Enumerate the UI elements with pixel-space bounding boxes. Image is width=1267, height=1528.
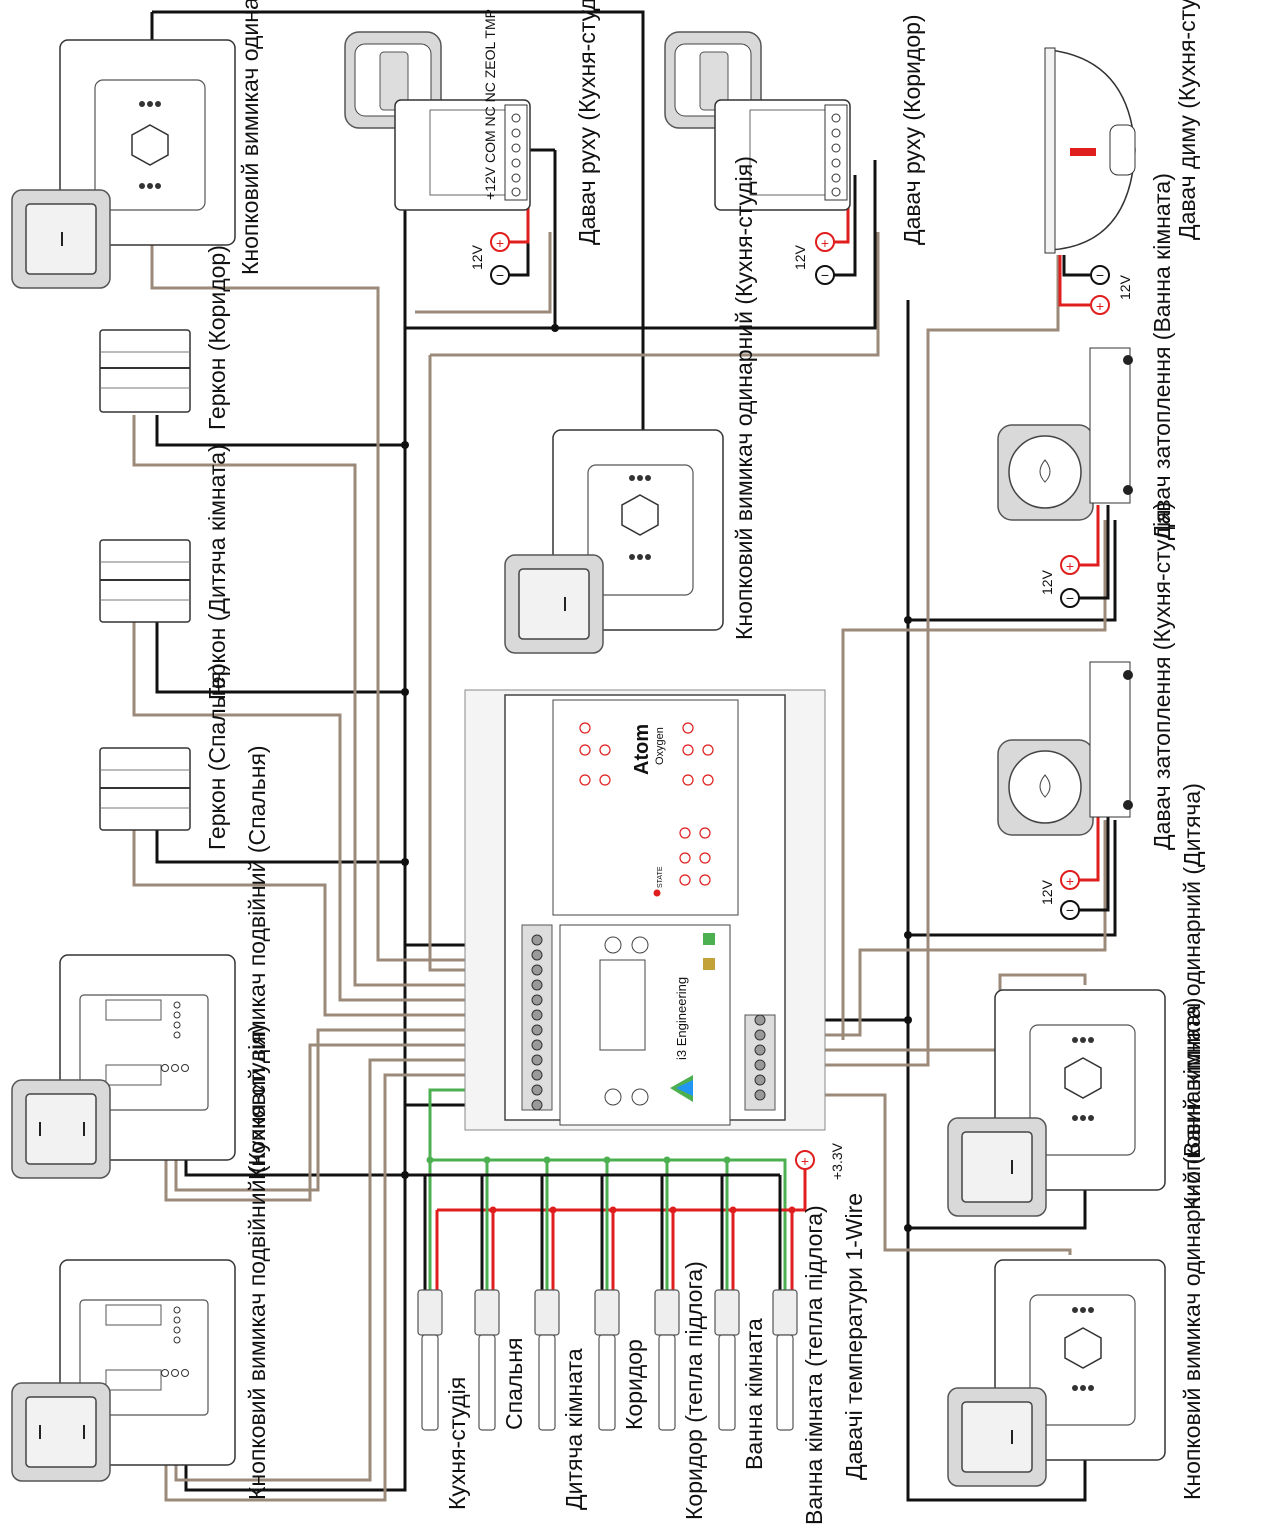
controller-atom-oxygen <box>464 689 826 1131</box>
temp-label-6: Ванна кімната (тепла підлога) <box>801 1205 827 1525</box>
label-switch-kitchen-double: Кнопковий вимикач подвійний (Кухня-студі… <box>244 1025 270 1500</box>
switch-bathroom <box>947 1259 1166 1487</box>
temp-label-3: Коридор <box>621 1339 647 1430</box>
svg-text:12V: 12V <box>469 244 485 270</box>
label-switch-kitchen-single: Кнопковий вимикач одинарний (Кухня-студі… <box>731 156 757 640</box>
label-switch-kids: Кнопковий вимикач одинарний (Дитяча) <box>1179 783 1205 1210</box>
label-flood-kitchen: Давач затоплення (Кухня-студія) <box>1149 502 1175 850</box>
switch-kitchen-single <box>504 429 724 654</box>
reed-kids <box>99 539 191 623</box>
svg-text:+3.3V: +3.3V <box>829 1142 845 1180</box>
temp-label-0: Кухня-студія <box>444 1377 470 1510</box>
controller-state: STATE <box>657 866 664 888</box>
label-switch-bedroom-double: Кнопковий вимикач подвійний (Спальня) <box>244 745 270 1180</box>
svg-text:+: + <box>496 235 504 251</box>
svg-text:+: + <box>1066 558 1074 574</box>
switch-bedroom-double <box>11 954 236 1179</box>
label-switch-corridor: Кнопковий вимикач одинарний (Коридор) <box>237 0 263 275</box>
temp-label-1: Спальня <box>501 1338 527 1430</box>
svg-text:+: + <box>821 235 829 251</box>
temp-label-5: Ванна кімната <box>741 1318 767 1470</box>
svg-text:−: − <box>1096 267 1104 283</box>
power-3v3: + +3.3V <box>795 1142 845 1180</box>
smoke-detector <box>1044 47 1136 254</box>
temp-sensors-title: Давачі температури 1-Wire <box>841 1193 867 1480</box>
svg-text:−: − <box>496 267 504 283</box>
temp-label-4: Коридор (тепла підлога) <box>681 1261 707 1520</box>
controller-brand: i3 Engineering <box>674 977 689 1060</box>
switch-kitchen-double <box>11 1259 236 1482</box>
label-reed-kids: Геркон (Дитяча кімната) <box>204 444 230 700</box>
label-smoke: Давач диму (Кухня-студія) <box>1174 0 1200 240</box>
svg-text:+: + <box>1066 873 1074 889</box>
power-12v-kitchen-motion: + − 12V <box>469 232 510 285</box>
power-12v-smoke: − + 12V <box>1090 265 1133 315</box>
label-reed-bedroom: Геркон (Спальня) <box>204 664 230 850</box>
svg-text:−: − <box>1066 902 1074 918</box>
reed-bedroom <box>99 747 191 831</box>
switch-kids <box>947 989 1166 1217</box>
label-reed-corridor: Геркон (Коридор) <box>204 245 230 430</box>
svg-text:+: + <box>1096 298 1104 314</box>
motion-sensor-corridor <box>664 31 851 211</box>
motion-sensor-kitchen <box>344 31 531 211</box>
motion-kitchen-terminals: +12V COM NC NC ZEOL TMP <box>482 9 498 200</box>
controller-model: Oxygen <box>654 727 666 765</box>
svg-text:12V: 12V <box>792 244 808 270</box>
power-12v-flood-bathroom: + − 12V <box>1039 555 1080 608</box>
label-switch-bathroom: Кнопковий вимикач одинарний (Ванна кімна… <box>1179 998 1205 1500</box>
temp-label-2: Дитяча кімната <box>561 1348 587 1510</box>
reed-corridor <box>99 329 191 413</box>
svg-text:12V: 12V <box>1039 569 1055 595</box>
power-12v-flood-kitchen: + − 12V <box>1039 870 1080 920</box>
svg-text:−: − <box>1066 590 1074 606</box>
temp-sensors <box>417 1289 798 1431</box>
svg-text:+: + <box>801 1153 809 1169</box>
svg-text:−: − <box>821 267 829 283</box>
svg-text:12V: 12V <box>1117 274 1133 300</box>
flood-kitchen <box>997 661 1133 836</box>
power-12v-corridor-motion: + − 12V <box>792 232 835 285</box>
label-motion-corridor: Давач руху (Коридор) <box>899 14 925 245</box>
label-motion-kitchen: Давач руху (Кухня-студія) <box>574 0 600 245</box>
label-flood-bathroom: Давач затоплення (Ванна кімната) <box>1149 173 1175 540</box>
switch-corridor <box>11 39 236 289</box>
controller-name: Atom <box>631 724 653 775</box>
flood-bathroom <box>997 347 1133 521</box>
junction-dots <box>401 324 912 1232</box>
svg-text:12V: 12V <box>1039 879 1055 905</box>
